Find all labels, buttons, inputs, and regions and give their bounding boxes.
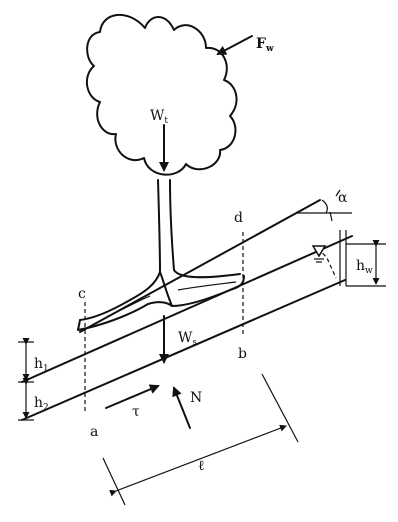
slice-length-label: ℓ: [198, 458, 205, 474]
svg-text:h1: h1: [34, 356, 49, 374]
hw-label: h: [356, 258, 365, 274]
slice-boundaries: [84, 232, 337, 412]
tree: [77, 13, 245, 331]
root-center: [159, 271, 245, 307]
water-table-group: [311, 230, 386, 287]
wind-force-subscript: w: [265, 44, 274, 54]
svg-text:Wt: Wt: [150, 108, 168, 126]
root-left-branch: [107, 295, 151, 317]
point-b-label: b: [238, 346, 247, 362]
normal-force-arrow: [172, 386, 191, 429]
h1-label: h: [34, 356, 43, 372]
hw-subscript: w: [365, 266, 373, 276]
soil-weight-label: W: [178, 330, 193, 346]
ell-left-extension: [102, 457, 126, 506]
slope-angle-arc: [321, 199, 328, 214]
h2-subscript: 2: [43, 403, 49, 413]
tree-weight-subscript: t: [164, 116, 168, 126]
shear-force-arrow: [105, 384, 160, 409]
alpha-label: α: [338, 190, 348, 206]
tree-trunk-left: [79, 179, 161, 321]
svg-text:Ws: Ws: [178, 330, 197, 348]
tree-crown: [85, 13, 238, 176]
ell-dimension-line: [109, 424, 287, 497]
ell-right-extension: [261, 373, 299, 443]
tree-weight-label: W: [150, 108, 165, 124]
root-right-branch: [177, 281, 237, 291]
root-lower-left: [77, 301, 173, 331]
h2-label: h: [34, 395, 43, 411]
wind-force-label: F: [256, 36, 266, 52]
labels: Fw Wt Ws α d c b a h1 h2 hw τ N ℓ: [34, 36, 373, 474]
bedrock-line: [21, 279, 346, 421]
root-zone-base-line: [21, 235, 353, 383]
alpha-tick-top: [335, 189, 341, 197]
alpha-tick-bottom: [329, 211, 333, 222]
depth-dimensions: [18, 338, 34, 421]
svg-text:Fw: Fw: [256, 36, 274, 54]
svg-text:hw: hw: [356, 258, 373, 276]
soil-weight-subscript: s: [192, 338, 197, 348]
point-a-label: a: [90, 424, 98, 440]
water-table-dashed: [317, 247, 337, 279]
point-c-label: c: [78, 286, 86, 302]
slice-length-dimension: [102, 373, 299, 506]
force-arrows: [105, 35, 253, 429]
wind-force-arrow: [216, 35, 253, 55]
h1-subscript: 1: [43, 364, 49, 374]
tree-trunk-right: [169, 179, 241, 279]
point-d-label: d: [234, 210, 243, 226]
normal-force-label: N: [190, 390, 202, 406]
water-table-symbol-icon: [311, 245, 327, 258]
svg-text:h2: h2: [34, 395, 49, 413]
shear-stress-label: τ: [132, 404, 140, 420]
